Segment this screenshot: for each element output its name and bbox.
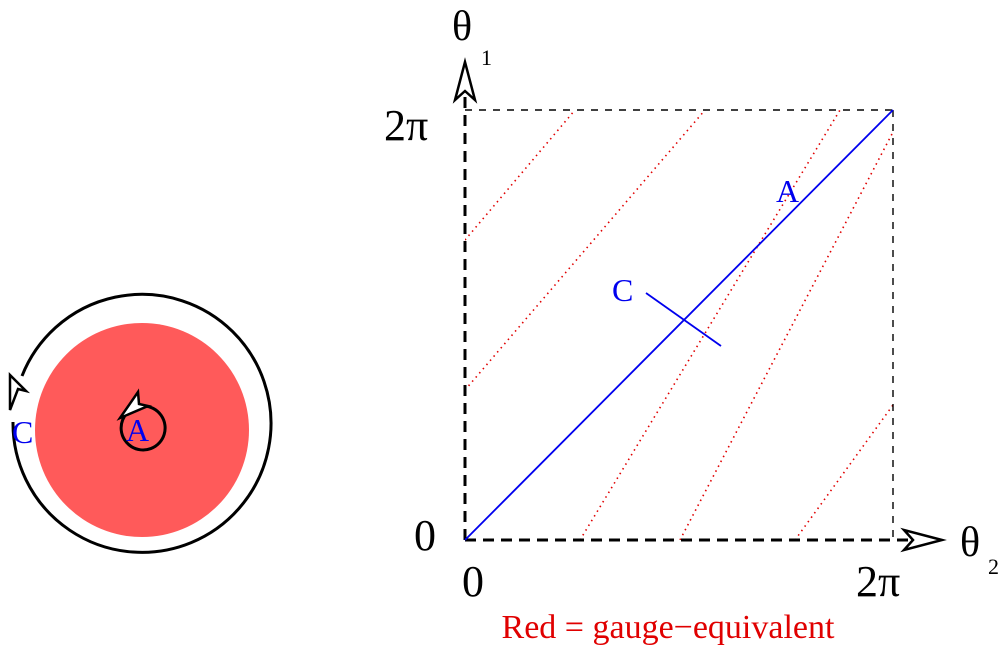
gauge-lines [465,110,893,540]
outer-loop-arrowhead [8,371,31,411]
outer-loop-c [11,292,273,554]
disk-label-a: A [126,412,149,448]
inner-loop-arrowhead [116,388,153,421]
loop-c-segment [645,292,722,347]
gauge-line [794,404,893,540]
inner-loop-a [119,404,167,452]
torus-label-c: C [612,272,633,308]
theta1-label: θ [452,4,472,50]
y-tick-max: 2π [384,101,428,150]
gauge-line [465,110,576,241]
theta2-subscript: 2 [988,554,999,579]
theta2-arrowhead [900,527,947,553]
legend-caption: Red = gauge−equivalent [502,609,835,646]
torus-label-a: A [776,173,799,209]
loop-a-line [464,109,894,541]
y-tick-min: 0 [414,511,436,560]
x-tick-max: 2π [856,557,900,606]
torus-figure: A C θ 1 θ 2 2π 0 0 2π Red = gauge−equiva… [384,4,999,646]
disk-figure: A C [8,292,273,554]
gauge-disk [35,323,249,537]
x-tick-min: 0 [462,557,484,606]
disk-label-c: C [12,414,33,450]
theta1-subscript: 1 [481,45,492,70]
gauge-line [465,110,706,391]
gauge-line [579,110,841,540]
theta2-label: θ [960,520,980,566]
theta1-arrowhead [452,57,478,104]
